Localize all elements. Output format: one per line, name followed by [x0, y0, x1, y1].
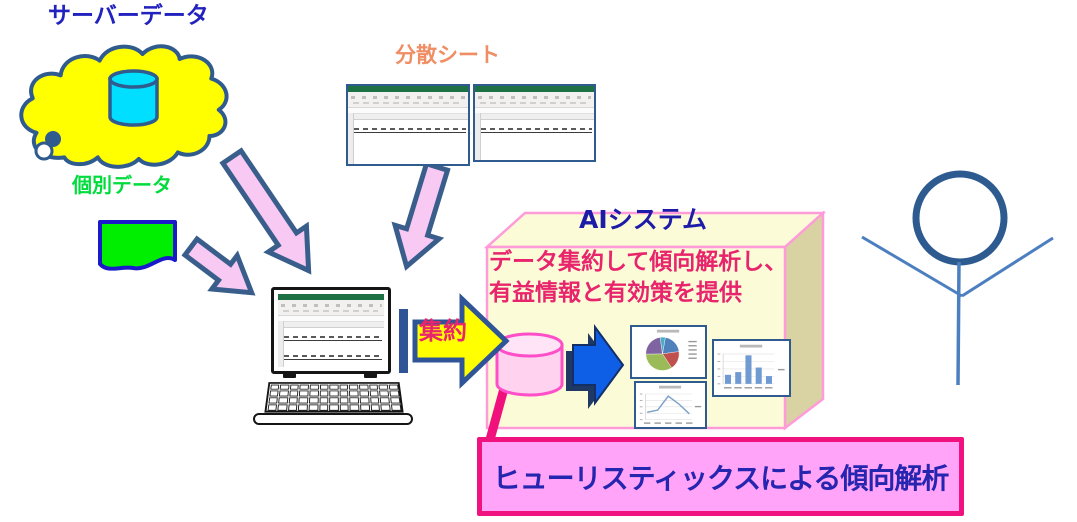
aggregate-arrow-label: 集約 — [419, 317, 467, 345]
line-chart — [639, 385, 702, 424]
database-cylinder-pink — [495, 332, 564, 397]
bar-chart-thumbnail — [712, 339, 791, 397]
excel-titlebar — [278, 294, 384, 300]
ai-system-description-line1: データ集約して傾向解析し、 — [489, 249, 788, 275]
excel-titlebar — [348, 86, 468, 92]
excel-data-row — [284, 336, 382, 341]
aggregate-arrow — [399, 293, 510, 389]
server-data-label: サーバーデータ — [48, 3, 209, 29]
excel-column-headers — [475, 114, 594, 120]
excel-data-row — [284, 355, 382, 360]
ai-system-description-line2: 有益情報と有効策を提供 — [489, 280, 742, 306]
heuristics-banner-label: ヒューリスティックスによる傾向解析 — [492, 461, 950, 495]
excel-column-headers — [348, 114, 468, 120]
excel-row-gutter — [278, 321, 284, 367]
excel-row-gutter — [475, 113, 481, 160]
laptop-keyboard-grid — [264, 382, 404, 413]
flow-arrow-sheets-to-laptop — [391, 160, 451, 271]
laptop-hinge — [364, 371, 377, 378]
spreadsheet-window-1 — [346, 84, 470, 166]
laptop-hinge — [283, 371, 296, 378]
flow-arrow-individual-to-laptop — [181, 235, 256, 296]
pie-chart-thumbnail — [630, 325, 707, 379]
excel-data-row — [354, 128, 466, 133]
excel-ribbon — [348, 92, 468, 108]
line-chart-thumbnail — [634, 381, 707, 429]
spreadsheet-window-2 — [473, 84, 596, 162]
laptop-excel-window — [278, 294, 384, 367]
pie-chart — [645, 329, 697, 371]
laptop-screen — [271, 287, 391, 374]
excel-formula-bar — [278, 316, 384, 322]
analysis-arrow — [566, 323, 625, 409]
distributed-sheets-label: 分散シート — [395, 43, 500, 67]
laptop-base — [253, 413, 413, 425]
database-cylinder-cyan — [108, 69, 159, 127]
ai-system-description: データ集約して傾向解析し、 有益情報と有効策を提供 — [489, 247, 789, 309]
individual-data-label: 個別データ — [72, 173, 172, 197]
bar-chart — [717, 344, 785, 389]
heuristics-banner: ヒューリスティックスによる傾向解析 — [477, 437, 964, 516]
excel-titlebar — [475, 86, 594, 92]
excel-formula-bar — [348, 108, 468, 114]
excel-data-row — [481, 128, 592, 133]
cylinder-to-banner-connector — [483, 383, 510, 449]
user-stick-figure — [861, 170, 1054, 386]
excel-ribbon — [475, 92, 594, 108]
excel-formula-bar — [475, 108, 594, 114]
flow-arrow-server-to-laptop — [219, 147, 312, 275]
excel-ribbon — [278, 300, 384, 316]
ai-system-title: AIシステム — [579, 205, 707, 234]
excel-column-headers — [278, 322, 384, 328]
cloud-tail-bubble — [34, 141, 54, 161]
excel-row-gutter — [348, 113, 354, 164]
individual-data-document-shape — [98, 220, 177, 271]
